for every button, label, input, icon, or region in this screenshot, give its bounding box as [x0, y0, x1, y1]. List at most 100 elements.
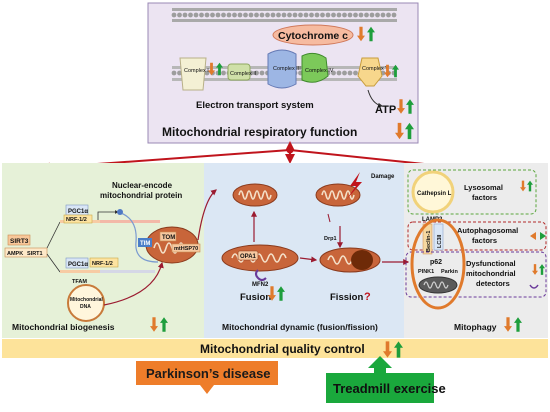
membrane-bead — [193, 12, 199, 18]
quality-control-bar — [2, 339, 548, 358]
ampk-label: AMPK — [7, 251, 23, 257]
autophago-right-arrow-icon — [540, 232, 546, 240]
mito-top-left — [232, 183, 278, 207]
membrane-bead — [210, 12, 215, 18]
dynamic-panel: Damage Drp1 OPA1 MFN2 Fusion Fission ? M… — [221, 172, 410, 332]
pgc1a-box-lower — [65, 257, 89, 269]
beclin-label: Beclin-1 — [426, 231, 432, 252]
membrane-bead — [320, 12, 325, 18]
mito-top-right — [315, 183, 361, 207]
membrane-bead — [331, 70, 336, 76]
sirt3-box — [7, 234, 31, 246]
mtdna-label-2: DNA — [80, 304, 91, 310]
lysosome — [411, 170, 455, 214]
membrane-bead — [342, 70, 347, 76]
dysf-label-3: detectors — [476, 279, 510, 288]
nuclear-dna-strand-2 — [100, 220, 160, 223]
membrane-bead — [254, 70, 259, 76]
membrane-bead — [265, 12, 270, 18]
complex-v-label: Complex V — [362, 66, 389, 72]
biogenesis-panel: Nuclear-encode mitochondrial protein SIR… — [4, 181, 217, 332]
membrane-bead — [182, 12, 188, 18]
mtdna-to-mito-arrow — [103, 261, 164, 306]
nuclear-label-2: mitochondrial protein — [100, 191, 182, 200]
membrane-bead — [364, 12, 369, 18]
atp-label: ATP — [375, 104, 396, 116]
membrane-bead — [248, 12, 254, 18]
lysosomal-label-1: Lysosomal — [464, 183, 503, 192]
lysosomal-box — [407, 169, 537, 215]
treadmill-banner: Treadmill exercise — [326, 356, 446, 403]
membrane-bead — [237, 12, 243, 18]
membrane-bead — [281, 12, 287, 18]
membrane-bead — [204, 70, 210, 76]
membrane-bead — [336, 70, 342, 76]
engulfed-mito-cristae — [423, 281, 449, 289]
mthsp70-box — [171, 243, 201, 253]
membrane-bead — [380, 12, 386, 18]
mtdna-label-1: Mitochondrial — [70, 297, 103, 303]
cathepsin-label: Cathepsin L — [417, 191, 452, 197]
membrane-bead — [259, 70, 265, 76]
sirt1-label: SIRT1 — [27, 251, 43, 257]
autophagosomal-box — [407, 221, 547, 251]
complex-iv-label: Complex IV — [305, 68, 334, 74]
membrane-bead — [342, 12, 347, 18]
complex-iv-shape — [301, 52, 329, 83]
pgc1a-label-lower: PGC1α — [68, 262, 88, 268]
membrane-bead — [177, 12, 182, 18]
pgc1a-label-upper: PGC1α — [68, 209, 88, 215]
complex-iii-label: Complex III — [273, 66, 301, 72]
biogenesis-title: Mitochondrial biogenesis — [12, 322, 115, 332]
autophago-label-1: Autophagosomal — [457, 226, 518, 235]
drp1-label: Drp1 — [324, 236, 337, 242]
membrane-bead — [226, 12, 232, 18]
fusion-mitochondrion — [221, 244, 299, 272]
lc3-box — [433, 223, 444, 251]
membrane-bead — [336, 12, 342, 18]
membrane-bead — [391, 12, 397, 18]
complex-v-shape — [357, 57, 383, 87]
damage-tick — [327, 213, 331, 223]
cytochrome-c-shape — [272, 24, 354, 46]
mthsp70-label: mtHSP70 — [174, 246, 198, 252]
tim-box — [138, 238, 152, 247]
tim-label: TIM — [140, 241, 150, 247]
membrane-bead — [353, 12, 358, 18]
nrf-label-upper: NRF-1/2 — [66, 217, 87, 223]
membrane-bead — [287, 12, 292, 18]
biogenesis-to-dynamic-arrow — [197, 189, 217, 241]
parkinsons-down-pointer-icon — [200, 385, 214, 394]
membrane-bead — [204, 12, 210, 18]
ampk-sirt1-box — [4, 247, 48, 258]
complex-iii-shape — [267, 49, 297, 89]
fission-question-mark: ? — [364, 291, 371, 303]
mt-dna-strand-2 — [100, 270, 155, 273]
parkinsons-box — [136, 361, 278, 385]
membrane-bead — [171, 12, 177, 18]
dysf-label-2: mitochondrial — [466, 269, 516, 278]
membrane-bead — [331, 12, 336, 18]
membrane-bead — [386, 12, 391, 18]
mt-dna-strand-1 — [60, 270, 102, 273]
damage-bolt-icon — [346, 172, 362, 200]
parkin-label: Parkin — [441, 269, 458, 275]
fusion-mito-cristae — [231, 253, 287, 263]
membrane-bead — [292, 12, 298, 18]
membrane-bead — [188, 12, 193, 18]
membrane-bead — [259, 12, 265, 18]
membrane-bead — [177, 70, 182, 76]
nrf-label-lower: NRF-1/2 — [92, 261, 113, 267]
membrane-bead — [309, 12, 314, 18]
dynamic-title: Mitochondrial dynamic (fusion/fission) — [222, 322, 378, 332]
ets-label: Electron transport system — [196, 100, 314, 111]
fusion-label: Fusion — [240, 292, 271, 303]
complex-ii-label: Complex II — [230, 71, 257, 77]
transcription-arrow — [97, 210, 119, 220]
protein-head — [117, 209, 123, 215]
membrane-bead — [325, 12, 331, 18]
damaged-region — [351, 250, 373, 270]
membrane-bead — [347, 12, 353, 18]
sirt-branch-lines — [46, 221, 61, 273]
